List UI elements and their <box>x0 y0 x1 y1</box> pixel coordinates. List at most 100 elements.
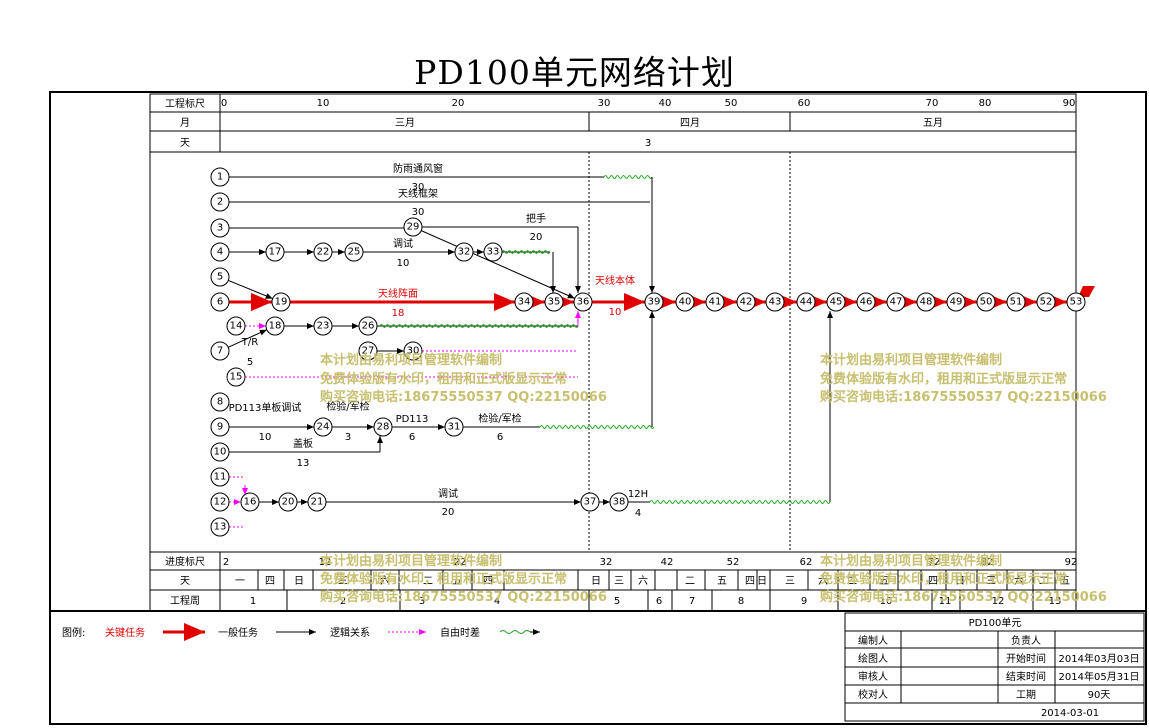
scale-tick: 90 <box>1063 98 1076 109</box>
weekday-cell: 一 <box>235 576 245 587</box>
weekday-cell: 六 <box>1014 575 1024 587</box>
svg-text:27: 27 <box>362 346 375 357</box>
week-cell: 8 <box>738 596 744 607</box>
weekday-cell: 六 <box>380 575 390 587</box>
activity-duration: 18 <box>392 308 405 319</box>
week-cell: 1 <box>250 596 256 607</box>
network-node: 3 <box>210 218 230 238</box>
network-node: 22 <box>313 242 333 262</box>
svg-text:21: 21 <box>311 497 324 508</box>
weekday-cell: 五 <box>717 576 727 587</box>
weekday-cell: 日 <box>591 576 601 587</box>
progress-tick: 72 <box>928 557 941 568</box>
week-cell: 6 <box>656 596 662 607</box>
activity-duration: 4 <box>635 508 641 519</box>
svg-text:40: 40 <box>679 297 692 308</box>
progress-tick: 22 <box>454 557 467 568</box>
svg-text:5: 5 <box>217 272 223 283</box>
weekday-cell: 四 <box>265 576 275 587</box>
legend-float: 自由时差 <box>440 626 480 639</box>
activity-labels: 防雨通风窗30天线框架30把手20调试10天线阵面18天线本体10PD113单板… <box>229 162 649 519</box>
svg-text:50: 50 <box>980 297 993 308</box>
progress-tick: 2 <box>223 557 229 568</box>
page-title: PD100单元网络计划 <box>414 53 735 92</box>
progress-tick: 42 <box>661 557 674 568</box>
day-value: 3 <box>645 138 651 149</box>
outer-frame <box>49 91 1147 725</box>
watermark-3: 本计划由易利项目管理软件编制 免费体验版有水印，租用和正式版显示正常 购买咨询电… <box>320 553 607 605</box>
network-node: 17 <box>265 242 285 262</box>
info-duration-label: 工期 <box>1016 689 1036 701</box>
week-cell: 2 <box>340 596 346 607</box>
network-node: 10 <box>210 442 230 462</box>
weekday-cells: 一四日三六二五四日三六二五四日三六二五四日三六二五 <box>235 570 1070 590</box>
svg-text:22: 22 <box>317 247 330 258</box>
info-start-value: 2014年03月03日 <box>1059 652 1140 665</box>
activity-duration: 30 <box>412 207 425 218</box>
svg-text:免费体验版有水印，租用和正式版显示正常: 免费体验版有水印，租用和正式版显示正常 <box>320 371 567 387</box>
svg-text:购买咨询电话:18675550537 QQ:22150066: 购买咨询电话:18675550537 QQ:22150066 <box>320 589 607 605</box>
activity-duration: 13 <box>297 458 310 469</box>
svg-text:26: 26 <box>362 321 375 332</box>
watermark-2: 本计划由易利项目管理软件编制 免费体验版有水印，租用和正式版显示正常 购买咨询电… <box>820 352 1107 405</box>
network-node: 41 <box>705 292 725 312</box>
network-node: 37 <box>580 492 600 512</box>
progress-tick: 82 <box>981 557 994 568</box>
svg-text:45: 45 <box>830 297 843 308</box>
svg-text:购买咨询电话:18675550537 QQ:22150066: 购买咨询电话:18675550537 QQ:22150066 <box>320 389 607 405</box>
week-cell: 13 <box>1049 596 1062 607</box>
weekday-cell: 二 <box>685 576 695 587</box>
network-node: 30 <box>403 341 423 361</box>
svg-text:36: 36 <box>577 297 590 308</box>
week-cell: 10 <box>880 596 893 607</box>
activity-duration: 10 <box>397 258 410 269</box>
weekday-cell: 五 <box>1060 576 1070 587</box>
activity-duration: 3 <box>345 432 351 443</box>
weekday-cell: 三 <box>338 576 348 587</box>
network-node: 45 <box>826 292 846 312</box>
progress-tick: 92 <box>1065 557 1078 568</box>
watermark-4: 本计划由易利项目管理软件编制 免费体验版有水印，租用和正式版显示正常 购买咨询电… <box>820 553 1107 605</box>
day-label: 天 <box>180 138 190 149</box>
network-node: 50 <box>976 292 996 312</box>
svg-text:41: 41 <box>709 297 722 308</box>
network-node: 36 <box>573 292 593 312</box>
svg-text:44: 44 <box>800 297 813 308</box>
week-label: 工程周 <box>170 595 200 607</box>
weekday-cell: 日 <box>757 576 767 587</box>
svg-text:1: 1 <box>217 172 223 183</box>
legend-normal: 一般任务 <box>218 626 258 639</box>
svg-text:16: 16 <box>244 497 257 508</box>
scale-tick: 80 <box>979 98 992 109</box>
week-cell: 3 <box>419 596 425 607</box>
legend: 图例: 关键任务 一般任务 逻辑关系 自由时差 <box>62 623 540 641</box>
svg-text:12: 12 <box>214 497 227 508</box>
progress-tick: 62 <box>800 557 813 568</box>
svg-text:33: 33 <box>487 247 500 258</box>
svg-text:43: 43 <box>769 297 782 308</box>
month-march: 三月 <box>395 117 415 129</box>
progress-tick: 12 <box>319 557 332 568</box>
network-node: 14 <box>226 316 246 336</box>
weekday-cell: 三 <box>614 576 624 587</box>
info-reviewer-label: 审核人 <box>858 670 888 683</box>
scale-tick: 30 <box>598 98 611 109</box>
scale-tick: 10 <box>317 98 330 109</box>
network-node: 11 <box>210 467 230 487</box>
network-node: 46 <box>856 292 876 312</box>
svg-text:15: 15 <box>230 372 243 383</box>
svg-text:31: 31 <box>448 422 461 433</box>
network-node: 1 <box>210 167 230 187</box>
svg-text:18: 18 <box>269 321 282 332</box>
month-may: 五月 <box>923 117 943 129</box>
activity-label: 检验/军检 <box>478 412 521 425</box>
scale-tick: 70 <box>926 98 939 109</box>
network-node: 13 <box>210 517 230 537</box>
network-node: 16 <box>240 492 260 512</box>
svg-text:6: 6 <box>217 297 223 308</box>
activity-duration: 10 <box>259 432 272 443</box>
network-node: 8 <box>210 392 230 412</box>
svg-text:51: 51 <box>1010 297 1023 308</box>
